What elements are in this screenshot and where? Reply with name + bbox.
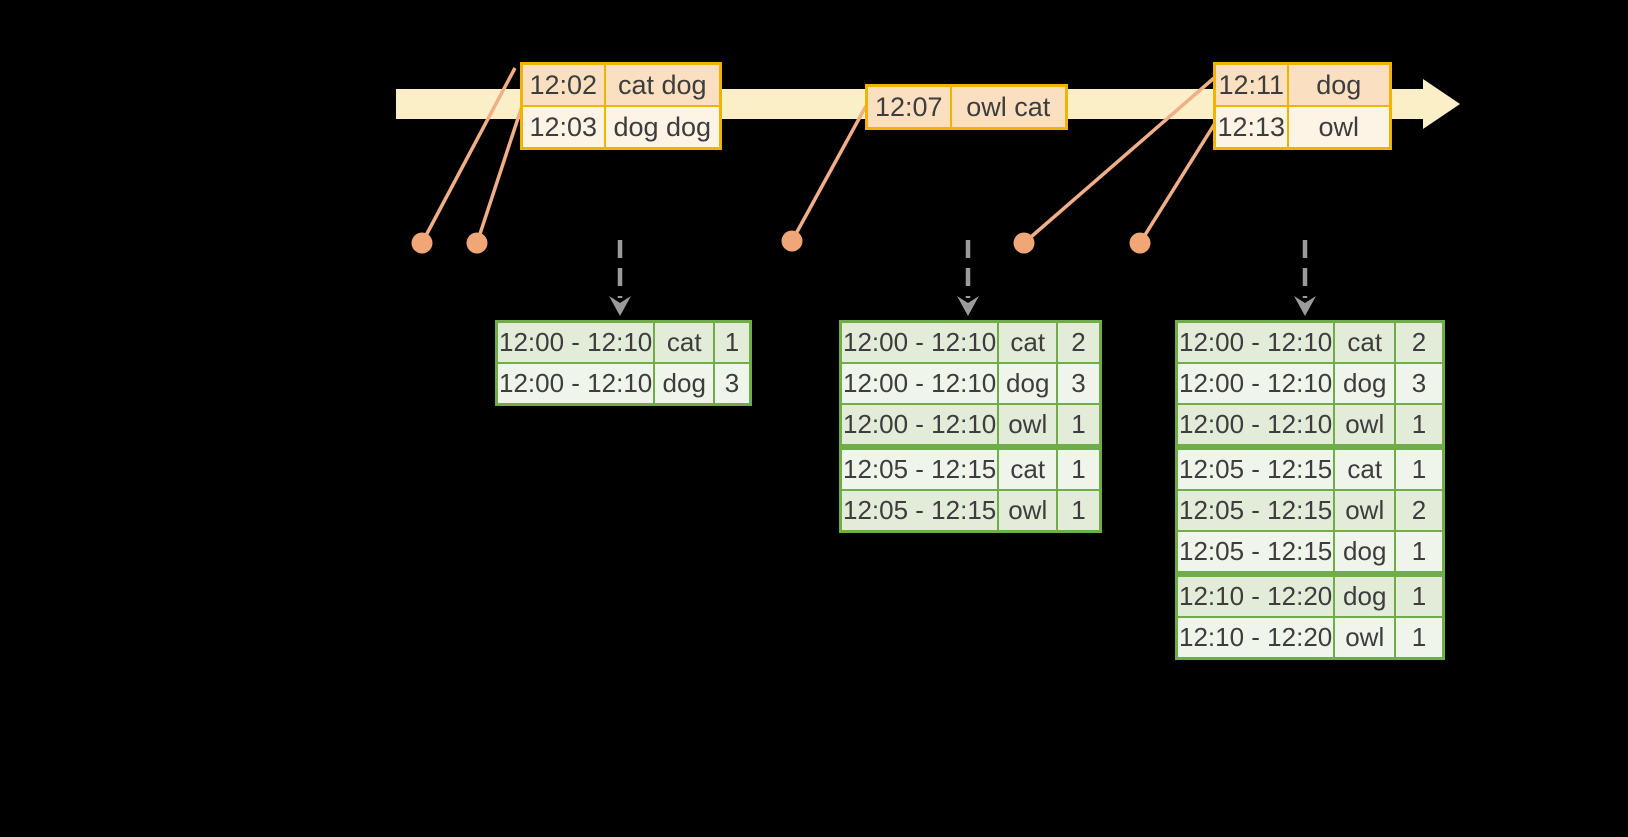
table-cell: dog dog: [603, 105, 722, 150]
table-cell: 1: [1056, 444, 1102, 491]
table-cell: 12:00 - 12:10: [839, 320, 1000, 364]
table-cell: 12:05 - 12:15: [1175, 489, 1336, 532]
table-cell: 12:03: [520, 105, 606, 150]
table-cell: dog: [997, 362, 1059, 405]
connector-line: [790, 105, 868, 242]
table-cell: cat: [1333, 444, 1397, 491]
table-cell: 2: [1056, 320, 1102, 364]
trigger-arrowhead: [609, 296, 631, 316]
event-dot: [466, 232, 488, 254]
table-cell: 12:10 - 12:20: [1175, 571, 1336, 618]
table-cell: owl: [1286, 105, 1392, 150]
connector-line: [1138, 119, 1219, 244]
table-cell: 2: [1394, 489, 1445, 532]
trigger-arrows: [609, 240, 1316, 316]
table-cell: dog: [1333, 530, 1397, 575]
table-cell: dog: [653, 362, 716, 406]
event-dots: [411, 230, 1151, 254]
event-dot: [1129, 232, 1151, 254]
table-cell: cat: [997, 320, 1059, 364]
table-cell: owl: [1333, 616, 1397, 660]
table-cell: cat: [997, 444, 1059, 491]
event-dot: [781, 230, 803, 252]
table-cell: 12:00 - 12:10: [1175, 320, 1336, 364]
table-cell: 12:05 - 12:15: [1175, 530, 1336, 575]
table-cell: 12:00 - 12:10: [495, 362, 656, 406]
event-dot: [411, 232, 433, 254]
table-cell: 12:02: [520, 62, 606, 107]
table-cell: 12:10 - 12:20: [1175, 616, 1336, 660]
table-cell: owl cat: [949, 84, 1068, 130]
table-cell: 1: [1394, 530, 1445, 575]
connector-line: [420, 67, 517, 244]
table-cell: cat: [653, 320, 716, 364]
table-cell: 12:00 - 12:10: [1175, 403, 1336, 448]
table-cell: cat dog: [603, 62, 722, 107]
table-cell: 1: [1394, 403, 1445, 448]
table-cell: 3: [1394, 362, 1445, 405]
table-cell: 1: [1394, 616, 1445, 660]
table-cell: dog: [1286, 62, 1392, 107]
table-cell: 12:07: [865, 84, 952, 130]
table-cell: 3: [1056, 362, 1102, 405]
connector-line: [1022, 76, 1216, 245]
table-cell: 12:00 - 12:10: [839, 362, 1000, 405]
table-cell: dog: [1333, 571, 1397, 618]
table-cell: 12:05 - 12:15: [839, 444, 1000, 491]
table-cell: cat: [1333, 320, 1397, 364]
table-cell: 12:00 - 12:10: [495, 320, 656, 364]
table-cell: 12:00 - 12:10: [839, 403, 1000, 448]
table-cell: 12:00 - 12:10: [1175, 362, 1336, 405]
table-cell: 12:05 - 12:15: [839, 489, 1000, 533]
table-cell: 1: [1056, 489, 1102, 533]
event-dot: [1013, 232, 1035, 254]
connector-line: [475, 99, 526, 244]
table-cell: owl: [1333, 403, 1397, 448]
table-cell: dog: [1333, 362, 1397, 405]
table-cell: owl: [1333, 489, 1397, 532]
table-cell: 1: [1394, 444, 1445, 491]
trigger-arrowhead: [957, 296, 979, 316]
table-cell: 12:13: [1213, 105, 1289, 150]
trigger-arrowhead: [1294, 296, 1316, 316]
table-cell: 3: [713, 362, 752, 406]
table-cell: 12:05 - 12:15: [1175, 444, 1336, 491]
connector-lines: [420, 67, 1219, 245]
table-cell: 1: [713, 320, 752, 364]
table-cell: owl: [997, 403, 1059, 448]
table-cell: 2: [1394, 320, 1445, 364]
table-cell: 1: [1056, 403, 1102, 448]
table-cell: 12:11: [1213, 62, 1289, 107]
table-cell: 1: [1394, 571, 1445, 618]
table-cell: owl: [997, 489, 1059, 533]
